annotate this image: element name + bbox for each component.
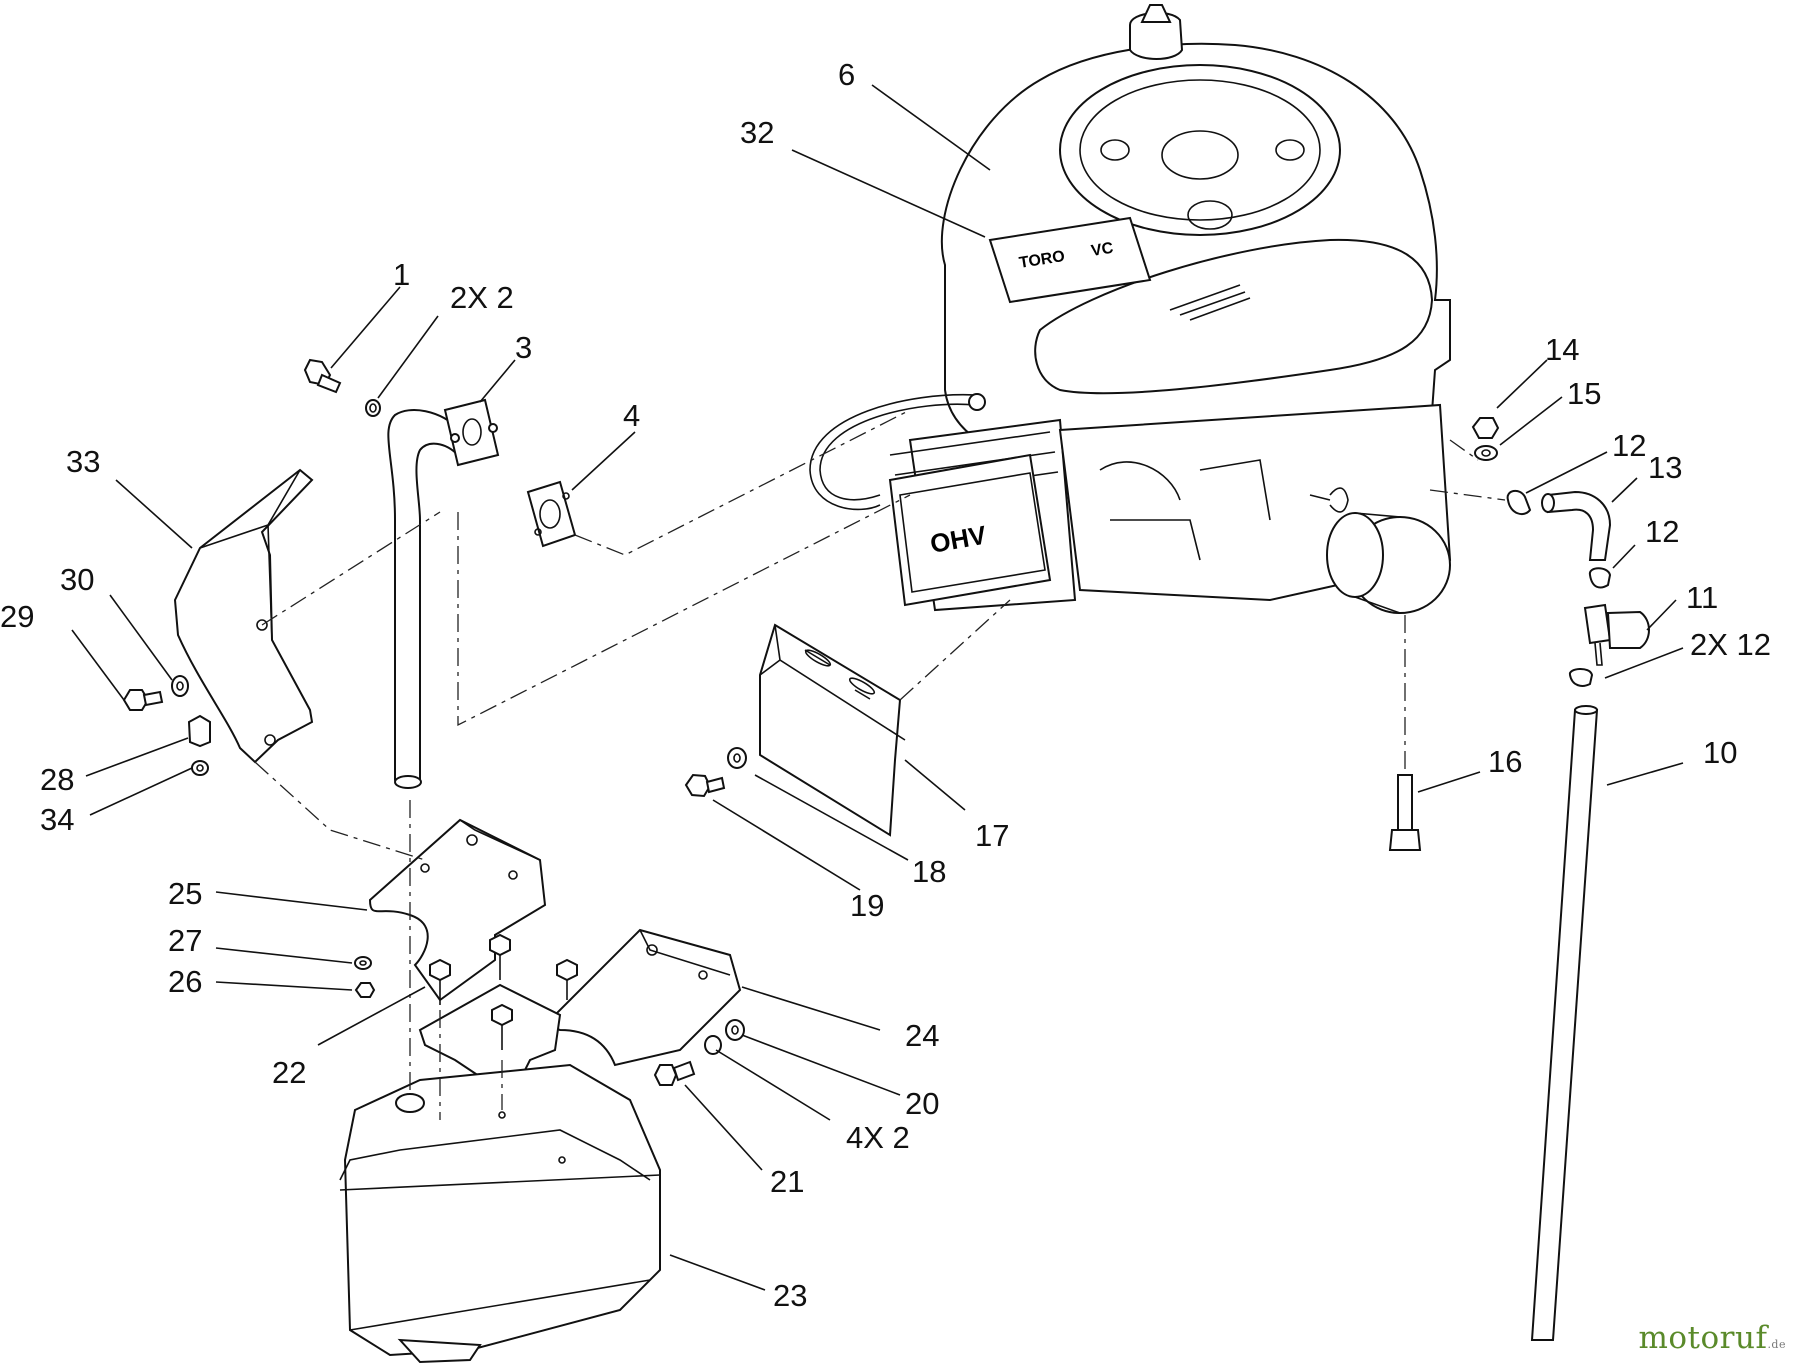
callout-2x2: 2X 2	[450, 280, 514, 315]
callout-16: 16	[1488, 744, 1522, 779]
callout-30: 30	[60, 562, 94, 597]
clamp-12-upper	[1506, 489, 1532, 516]
callout-1: 1	[393, 257, 410, 292]
bolt-22	[429, 933, 578, 1050]
washer-34	[191, 760, 209, 776]
callout-12-mid: 12	[1645, 514, 1679, 549]
washer-27	[354, 956, 372, 970]
callout-3: 3	[515, 330, 532, 365]
exhaust-pipe	[387, 398, 500, 789]
bolt-29	[122, 689, 164, 711]
callout-4: 4	[623, 398, 640, 433]
bolt-1	[303, 358, 342, 394]
engine-brand-label: TORO	[1018, 248, 1066, 272]
leader-lines	[71, 84, 1684, 1291]
callout-19: 19	[850, 888, 884, 923]
callout-11: 11	[1686, 580, 1718, 615]
nut-14	[1471, 417, 1500, 439]
callout-25: 25	[168, 876, 202, 911]
washer-18	[727, 747, 747, 769]
callout-23: 23	[773, 1278, 807, 1313]
deflector-17	[759, 623, 906, 837]
callout-15: 15	[1567, 376, 1601, 411]
callout-14: 14	[1545, 332, 1579, 367]
watermark-text: motoruf	[1638, 1320, 1768, 1356]
elbow-13	[1541, 490, 1612, 561]
callout-labels: 1 2X 2 3 4 6 32 33 30 29 28 34 25 27 26 …	[0, 57, 1771, 1313]
engine-assembly: TORO VC OHV	[809, 4, 1452, 614]
nut-26	[354, 982, 376, 998]
muffler-23	[339, 1063, 661, 1364]
callout-18: 18	[912, 854, 946, 889]
callout-12-top: 12	[1612, 428, 1646, 463]
washer-30	[171, 675, 189, 697]
assembly-lines	[254, 409, 1506, 1120]
callout-13: 13	[1648, 450, 1682, 485]
callout-33: 33	[66, 444, 100, 479]
bolt-16	[1388, 774, 1422, 851]
callout-34: 34	[40, 802, 74, 837]
clamp-12-lower	[1588, 567, 1612, 589]
watermark-suffix: .de	[1767, 1338, 1786, 1351]
heat-shield-33	[173, 468, 314, 764]
callout-32: 32	[740, 115, 774, 150]
washer-15	[1474, 445, 1498, 461]
callout-21: 21	[770, 1164, 804, 1199]
lockwasher-2	[704, 1035, 722, 1055]
fuel-filter-11	[1583, 603, 1650, 666]
callout-26: 26	[168, 964, 202, 999]
callout-20: 20	[905, 1086, 939, 1121]
callout-4x2: 4X 2	[846, 1120, 910, 1155]
bolt-19	[684, 773, 726, 798]
bolt-21	[653, 1060, 696, 1086]
callout-17: 17	[975, 818, 1009, 853]
engine-model-label: VC	[1090, 240, 1115, 260]
gasket-4	[526, 480, 577, 548]
clamp-12-pair	[1569, 668, 1594, 687]
bracket-24	[543, 928, 742, 1067]
callout-27: 27	[168, 923, 202, 958]
callout-10: 10	[1703, 735, 1737, 770]
callout-2x12: 2X 12	[1690, 627, 1771, 662]
fuel-hose-10	[1530, 705, 1599, 1341]
bracket-25	[368, 818, 547, 1002]
callout-28: 28	[40, 762, 74, 797]
callout-29: 29	[0, 599, 34, 634]
callout-22: 22	[272, 1055, 306, 1090]
callout-24: 24	[905, 1018, 939, 1053]
washer-2	[365, 399, 381, 417]
bolt-28	[187, 714, 211, 748]
washer-20	[725, 1019, 745, 1041]
callout-6: 6	[838, 57, 855, 92]
watermark: motoruf.de	[1638, 1320, 1786, 1356]
